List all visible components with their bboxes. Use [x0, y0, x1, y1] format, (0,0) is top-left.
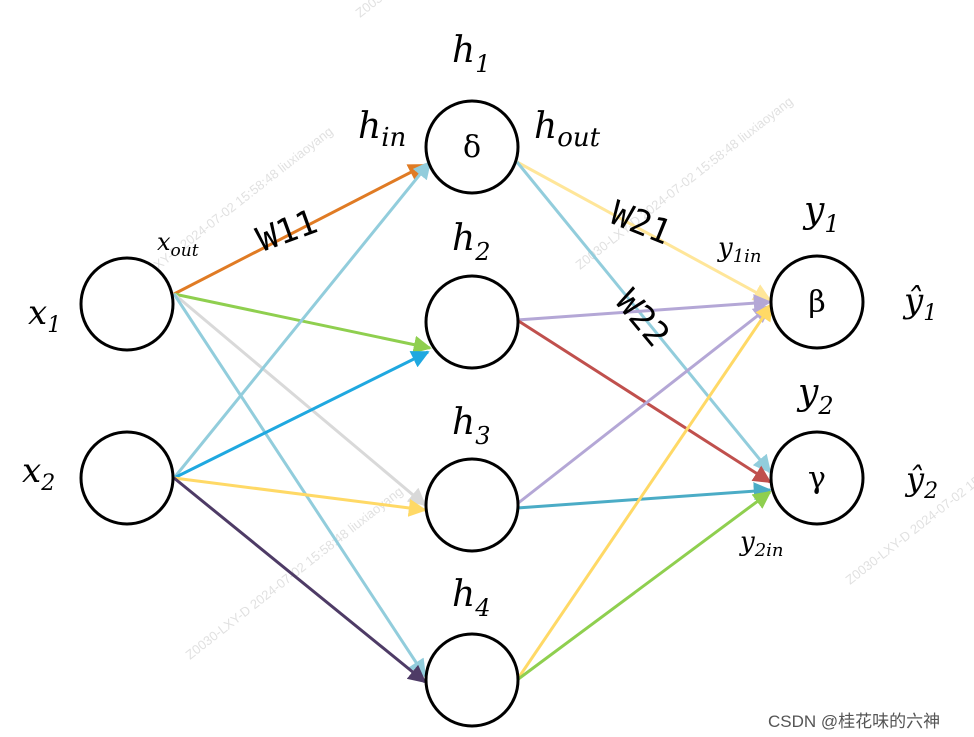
node-h1-symbol: δ [463, 130, 481, 165]
label-h3-main: h [452, 402, 475, 443]
annotation-y1-hat-sub: 1 [923, 301, 937, 326]
edge-x2-h1 [172, 160, 432, 479]
hidden-layer [424, 99, 520, 728]
node-x2 [79, 430, 175, 526]
annotation-h-in: hin [358, 106, 406, 153]
annotation-h-out: hout [534, 106, 601, 153]
label-y1-sub: 1 [824, 210, 839, 238]
edges-hidden-output [515, 160, 774, 682]
edge-h3-y1 [516, 304, 772, 506]
edge-h2-y2 [516, 318, 772, 484]
annotation-y1-in: y1in [717, 233, 762, 267]
annotation-x-out: xout [157, 228, 199, 261]
edge-x1-h4 [172, 293, 427, 678]
annotation-y2-in: y2in [739, 527, 784, 561]
label-h1-main: h [452, 30, 475, 71]
node-x1 [79, 256, 175, 352]
annotation-y1-hat-main: ŷ [902, 281, 924, 321]
label-y2-sub: 2 [817, 392, 833, 420]
label-x2-sub: 2 [40, 471, 55, 496]
node-h2 [424, 274, 520, 370]
edge-x1-h3 [173, 292, 427, 507]
edge-x2-h2 [173, 350, 430, 480]
weight-label-w11: W11 [251, 202, 322, 261]
label-x1-main: x [28, 293, 47, 333]
node-h4 [424, 632, 520, 728]
annotation-h-in-main: h [358, 106, 381, 147]
label-h3: h3 [452, 402, 490, 450]
annotation-h-out-sub: out [557, 123, 600, 153]
label-y2: y2 [796, 372, 834, 420]
label-x1-sub: 1 [47, 313, 61, 338]
input-layer [79, 256, 175, 526]
annotation-y2-hat-main: ŷ [904, 460, 925, 498]
annotation-y2-hat: ŷ2 [904, 460, 938, 504]
annotation-y2-in-main: y [739, 527, 755, 557]
label-x2-main: x [22, 451, 41, 491]
edge-h1-y1 [516, 160, 772, 302]
annotation-h-out-main: h [534, 106, 557, 147]
annotation-y2-in-sub: 2in [754, 540, 784, 561]
label-h1-sub: 1 [475, 50, 490, 78]
watermark-text: Z0030-LXY-D 2024-07-02 15:58:48 liuxiaoy… [573, 94, 796, 273]
label-h4: h4 [452, 574, 490, 622]
edge-h4-y1 [515, 302, 774, 681]
node-h3 [424, 457, 520, 553]
edge-h1-y2 [515, 161, 772, 474]
label-y1: y1 [802, 190, 840, 238]
output-layer [769, 254, 865, 526]
edge-h2-y1 [516, 294, 772, 322]
label-h2-sub: 2 [474, 238, 490, 266]
label-h2: h2 [452, 218, 490, 266]
annotation-x-out-main: x [157, 228, 171, 256]
edge-x2-h3 [173, 476, 427, 517]
annotation-x-out-sub: out [171, 241, 199, 261]
node-y1-symbol: β [808, 285, 825, 320]
label-h1: h1 [452, 30, 490, 78]
edge-h4-y2 [516, 490, 772, 682]
label-y2-main: y [796, 372, 819, 413]
label-x2: x2 [22, 451, 55, 496]
node-y1 [769, 254, 865, 350]
edge-x1-h1 [173, 163, 427, 296]
node-y2 [769, 430, 865, 526]
annotation-h-in-sub: in [381, 123, 406, 153]
csdn-credit: CSDN @桂花味的六神 [768, 712, 941, 731]
watermark-text: Z0030-LXY-D 2024-07-02 15:58:48 liuxiaoy… [353, 0, 576, 20]
label-x1: x1 [28, 293, 61, 338]
node-h1 [424, 99, 520, 195]
edge-x2-h4 [173, 476, 427, 684]
label-h3-sub: 3 [475, 422, 490, 450]
annotation-y1-hat: ŷ1 [902, 281, 937, 326]
annotation-y1-in-sub: 1in [733, 246, 762, 267]
label-h2-main: h [452, 218, 475, 259]
node-y2-symbol: γ [808, 461, 826, 496]
edges-input-hidden [172, 160, 432, 684]
annotation-y1-in-main: y [717, 233, 733, 263]
label-y1-main: y [802, 190, 825, 231]
label-h4-sub: 4 [474, 594, 490, 622]
annotation-y2-hat-sub: 2 [923, 479, 938, 504]
edge-h3-y2 [516, 482, 772, 510]
label-h4-main: h [452, 574, 475, 615]
